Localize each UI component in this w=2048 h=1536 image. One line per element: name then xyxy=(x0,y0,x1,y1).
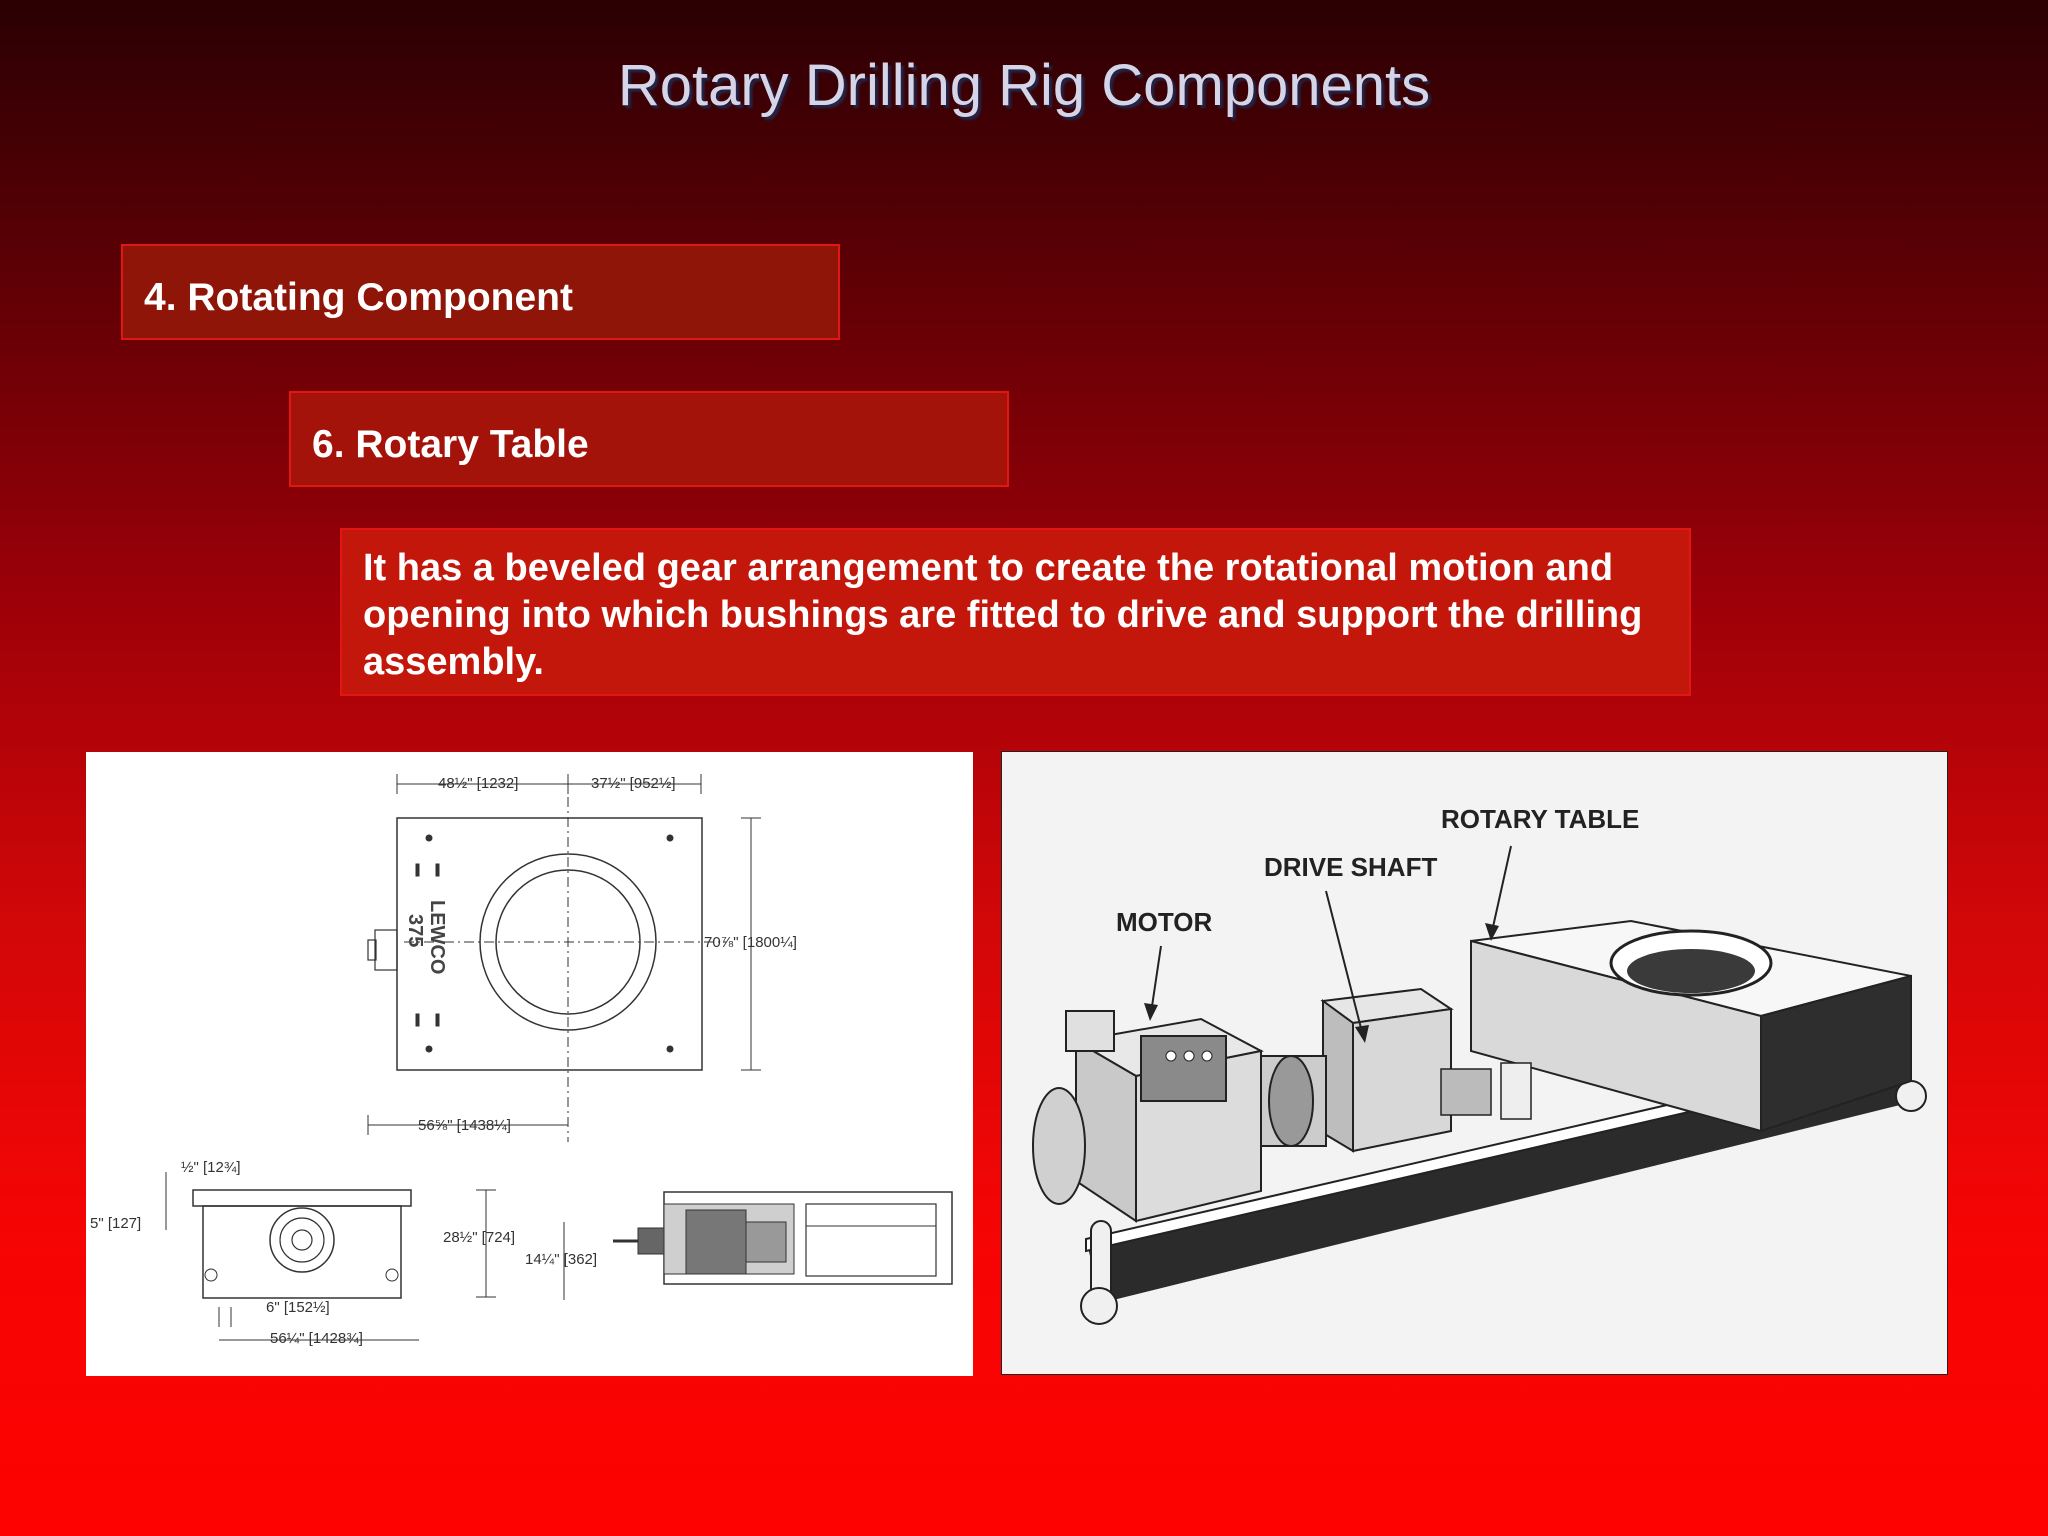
dim-14: 14¼" [362] xyxy=(525,1251,597,1268)
heading-rotary-table: 6. Rotary Table xyxy=(289,391,1009,487)
dim-28: 28½" [724] xyxy=(443,1229,515,1246)
dim-five: 5" [127] xyxy=(90,1215,141,1232)
dim-56: 56¼" [1428¾] xyxy=(270,1330,363,1347)
heading-rotating-component: 4. Rotating Component xyxy=(121,244,840,340)
dim-6: 6" [152½] xyxy=(266,1299,330,1316)
technical-drawing: 48½" [1232] 37½" [952½] LEWCO 375 70⅞" [… xyxy=(86,752,973,1376)
rotary-table-illustration: ROTARY TABLE DRIVE SHAFT MOTOR xyxy=(1001,751,1948,1375)
label-drive-shaft: DRIVE SHAFT xyxy=(1264,852,1437,882)
slide-title: Rotary Drilling Rig Components xyxy=(617,53,1431,118)
drawing-model: 375 xyxy=(404,914,426,947)
label-motor: MOTOR xyxy=(1116,907,1213,937)
dim-half: ½" [12¾] xyxy=(181,1159,241,1176)
dim-height: 70⅞" [1800¼] xyxy=(704,934,797,951)
dim-top-left: 48½" [1232] xyxy=(438,775,518,792)
dim-top-right: 37½" [952½] xyxy=(591,775,676,792)
label-rotary-table: ROTARY TABLE xyxy=(1441,804,1639,834)
dim-bottom: 56⅝" [1438¼] xyxy=(418,1117,511,1134)
description-text: It has a beveled gear arrangement to cre… xyxy=(340,528,1691,696)
drawing-brand: LEWCO xyxy=(426,900,448,974)
